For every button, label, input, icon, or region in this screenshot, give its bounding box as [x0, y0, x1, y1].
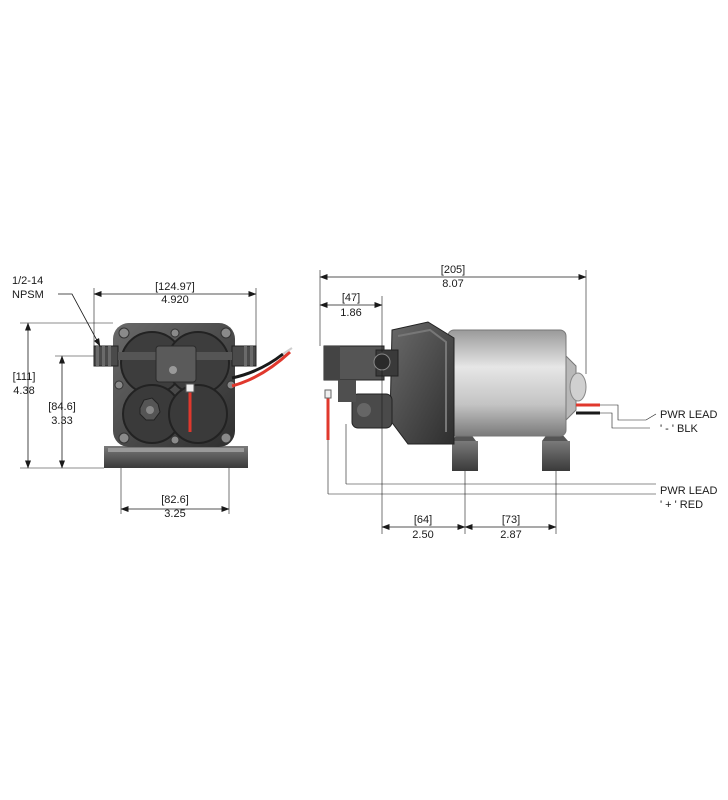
- side-head-mm: [47]: [342, 292, 360, 304]
- side-foot1-in: 2.50: [412, 529, 433, 541]
- side-foot1-mm: [64]: [414, 514, 432, 526]
- front-width-in: 4.920: [161, 294, 189, 306]
- side-head-in: 1.86: [340, 307, 361, 319]
- neg-lead-label: PWR LEAD: [660, 409, 718, 421]
- pos-lead-label: PWR LEAD: [660, 485, 718, 497]
- front-height-in: 4.38: [13, 385, 34, 397]
- front-view: [93, 323, 293, 468]
- side-dimensions: [205] 8.07 [47] 1.86 [64] 2.50 [73] 2.87: [319, 264, 657, 541]
- port-thread-label: 1/2-14: [12, 275, 43, 287]
- front-dimensions: [124.97] 4.920 [111] 4.38 [84.6] 3.33 [8…: [12, 275, 257, 520]
- side-view: [323, 321, 600, 471]
- side-length-mm: [205]: [441, 264, 465, 276]
- neg-lead-color: ' - ' BLK: [660, 423, 698, 435]
- side-motor-end-cap: [569, 372, 587, 402]
- front-base-width-in: 3.25: [164, 508, 185, 520]
- front-width-mm: [124.97]: [155, 281, 195, 293]
- side-motor: [447, 329, 567, 437]
- side-length-in: 8.07: [442, 278, 463, 290]
- front-port-height-in: 3.33: [51, 415, 72, 427]
- front-port-height-mm: [84.6]: [48, 401, 76, 413]
- side-foot2-in: 2.87: [500, 529, 521, 541]
- front-base-width-mm: [82.6]: [161, 494, 189, 506]
- side-foot-rear: [542, 441, 570, 471]
- side-foot-front: [452, 441, 478, 471]
- lead-callouts: PWR LEAD ' - ' BLK PWR LEAD ' + ' RED: [660, 409, 718, 511]
- port-thread-type: NPSM: [12, 289, 44, 301]
- pos-lead-color: ' + ' RED: [660, 499, 703, 511]
- front-height-mm: [111]: [13, 371, 36, 383]
- side-foot2-mm: [73]: [502, 514, 520, 526]
